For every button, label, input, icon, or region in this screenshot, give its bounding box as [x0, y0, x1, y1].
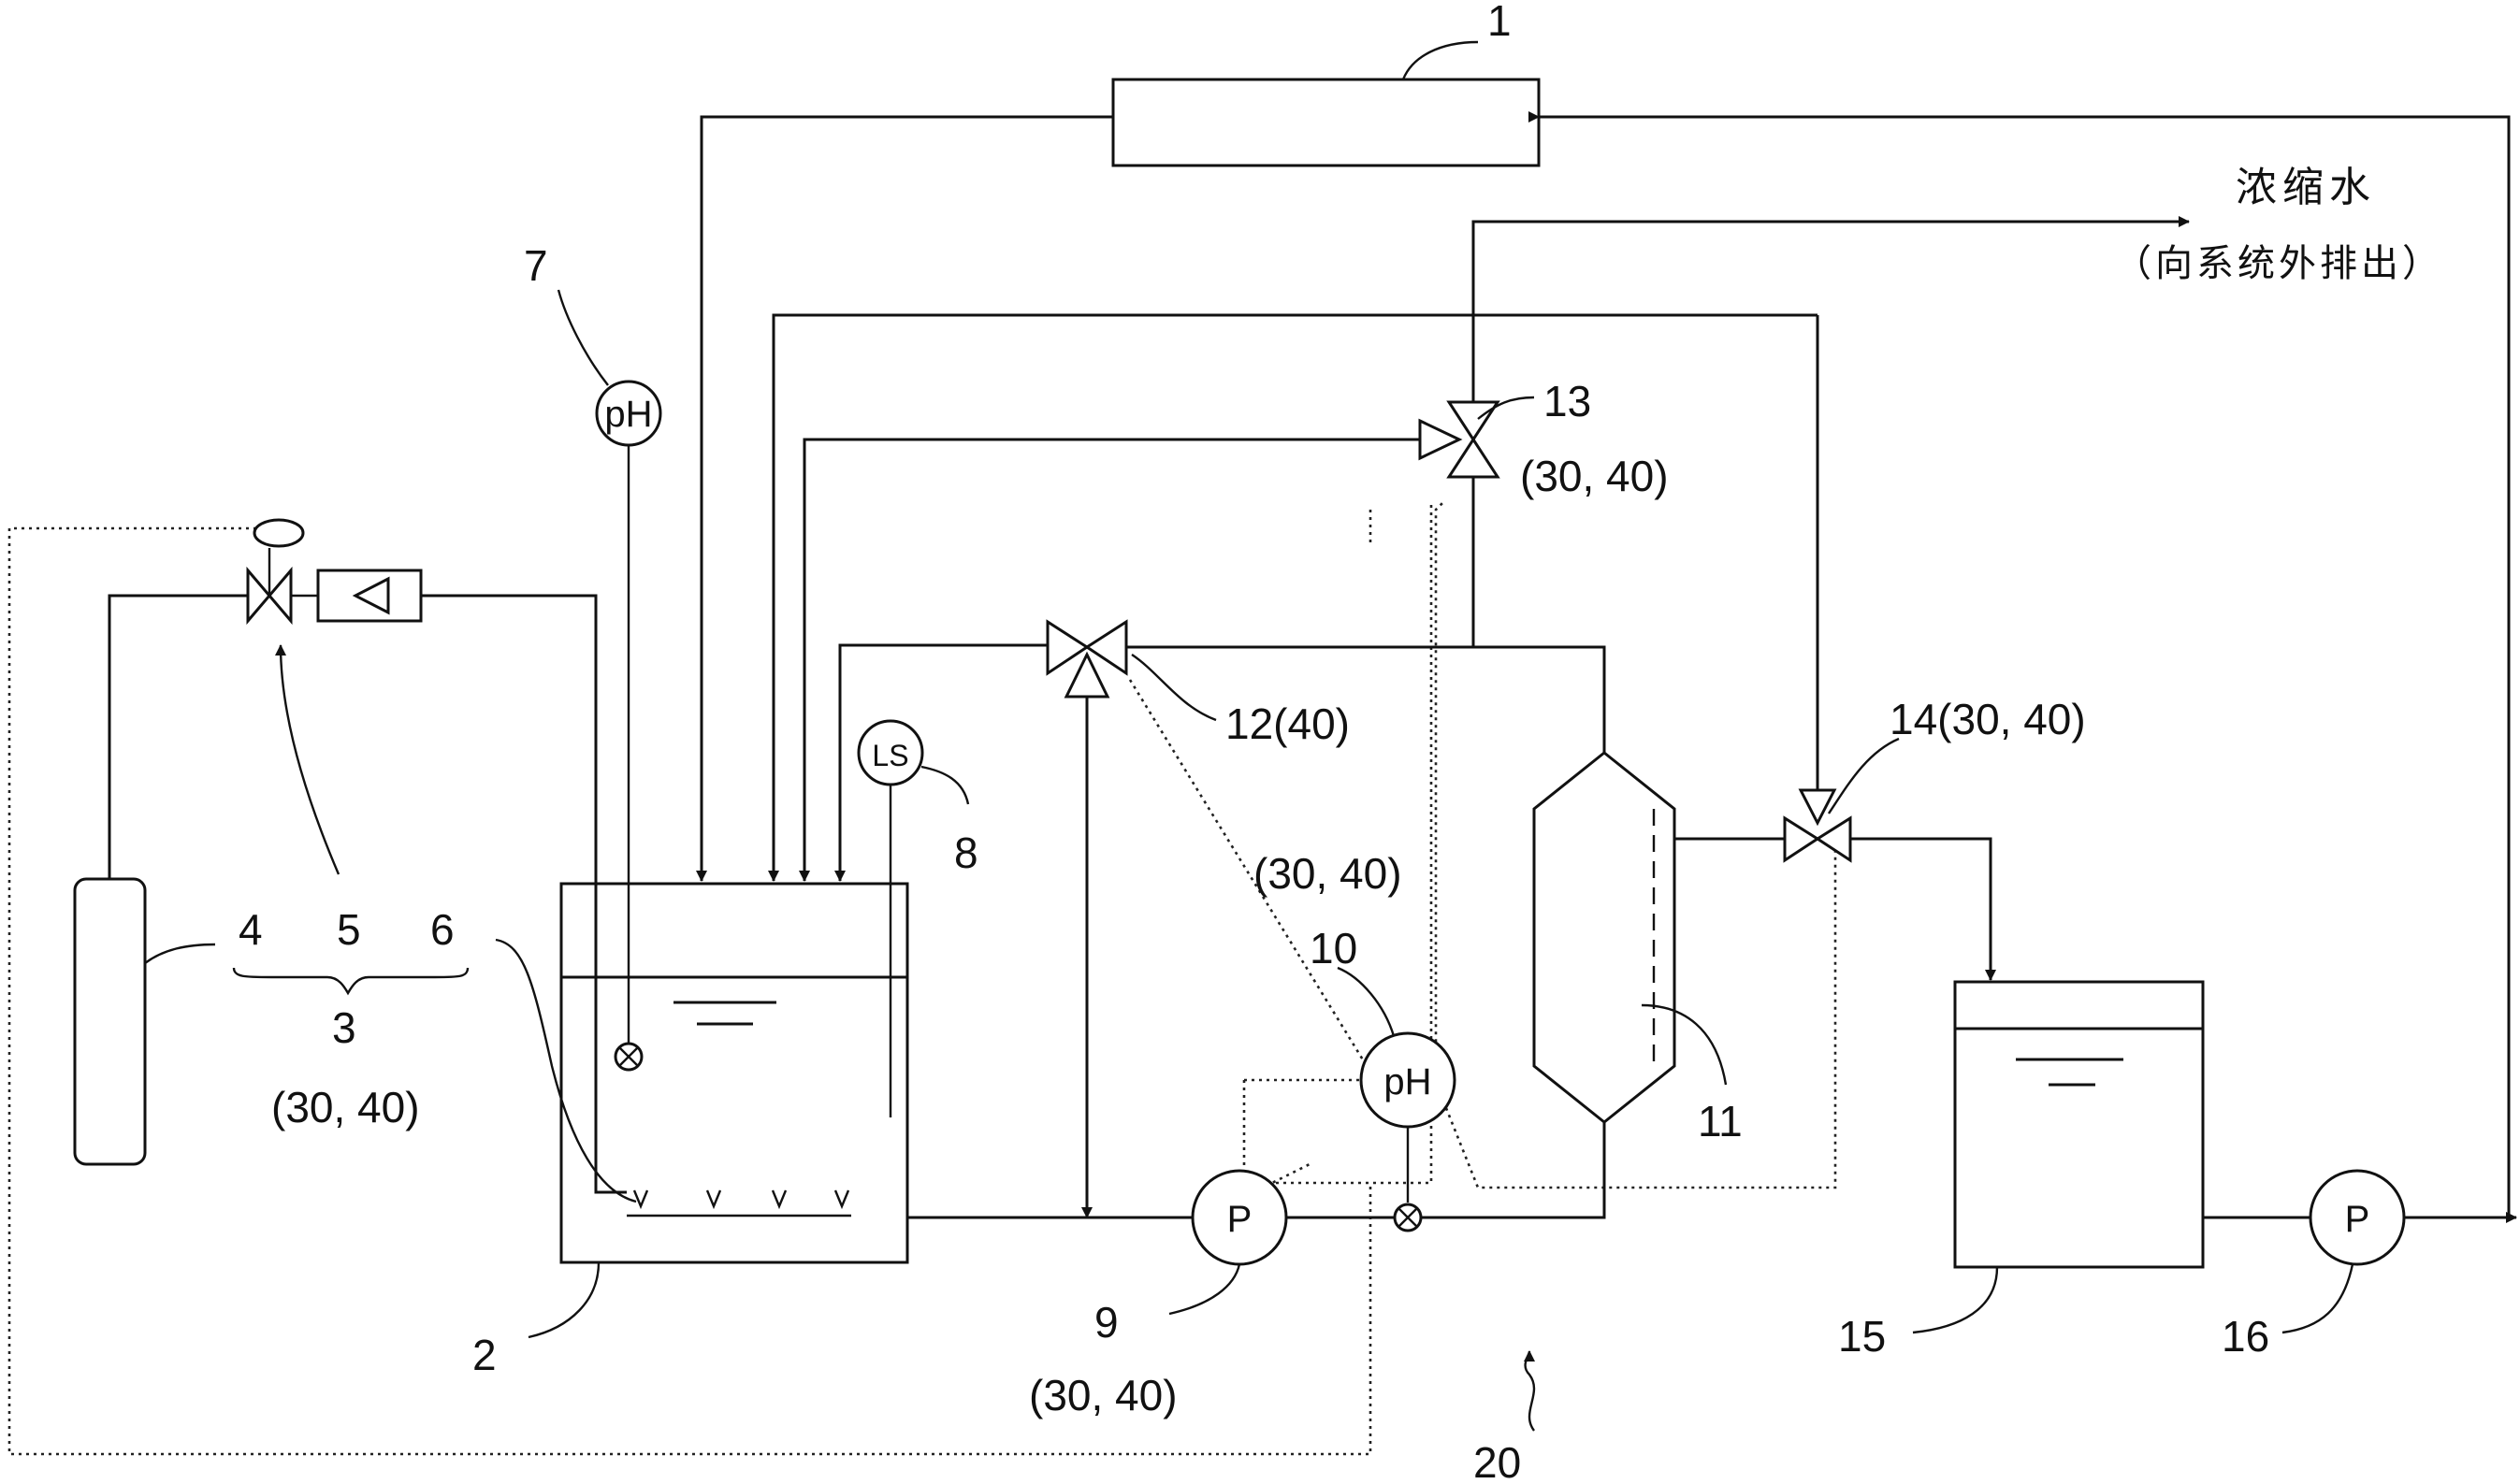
label-16: 16	[2222, 1312, 2269, 1361]
unit-1	[1111, 78, 1541, 167]
concentrate-outlet-line	[1471, 216, 2190, 402]
line-from-valve-13-to-tank	[799, 438, 1420, 882]
label-8: 8	[954, 828, 978, 877]
leader-1	[1401, 40, 1479, 80]
ph-sensor-7-label: pH	[604, 394, 652, 435]
level-switch-8-label: LS	[872, 739, 908, 772]
group-3-brace	[232, 967, 470, 996]
line-from-unit-1-to-tank	[696, 115, 1113, 882]
control-signal-to-pump9	[1242, 1078, 1370, 1167]
leader-5-arrow	[275, 644, 340, 875]
valve-14-top	[1798, 788, 1837, 827]
leader-2	[528, 1261, 601, 1339]
label-15: 15	[1838, 1312, 1886, 1361]
label-13: 13	[1543, 377, 1591, 425]
outlet-title: 浓缩水	[2236, 164, 2376, 211]
pump-9-label: P	[1227, 1199, 1253, 1240]
control-signal-to-valve14	[1439, 842, 1837, 1189]
ph-sensor-10-tip-x	[1398, 1207, 1418, 1228]
control-signal-to-valve13	[1434, 499, 1446, 1095]
leader-12	[1131, 654, 1217, 722]
outlet-subtitle: （向系统外排出）	[2114, 242, 2443, 285]
leader-14	[1828, 737, 1900, 814]
valve-5-right	[268, 566, 293, 626]
valve-13-bottom	[1446, 437, 1500, 479]
leader-16	[2281, 1263, 2354, 1334]
valve-5-actuator-arrow	[352, 576, 390, 615]
control-signal-boundary	[1271, 505, 1433, 1185]
valve-12-left	[1046, 619, 1090, 676]
leader-10	[1337, 966, 1396, 1037]
leader-15	[1912, 1266, 1999, 1334]
tank-2-outline	[559, 882, 909, 1264]
level-switch-8	[857, 719, 924, 786]
label-2: 2	[472, 1331, 497, 1379]
leader-7	[557, 289, 609, 386]
pump-16-label: P	[2345, 1199, 2370, 1240]
label-1: 1	[1487, 0, 1512, 45]
label-6: 6	[430, 905, 455, 954]
leader-4	[144, 943, 216, 964]
valve-14-left	[1783, 815, 1820, 863]
label-14: 14(30, 40)	[1890, 695, 2086, 743]
valve-13-top	[1446, 400, 1500, 442]
line-unit-1-to-pump-16	[1528, 111, 2511, 1217]
line-valve-12-to-column	[1126, 645, 1606, 753]
gas-cylinder	[73, 877, 147, 1166]
line-valve-14-to-tank-15	[1850, 837, 1996, 981]
gas-supply-line	[108, 594, 248, 879]
label-valve-13-params: (30, 40)	[1520, 452, 1669, 500]
label-12: 12(40)	[1225, 699, 1350, 748]
valve-5-handwheel	[253, 518, 305, 548]
label-10: 10	[1310, 924, 1357, 973]
ph-sensor-10-label: pH	[1383, 1061, 1431, 1102]
tank-15-outline	[1953, 980, 2205, 1269]
leader-13	[1477, 396, 1535, 420]
label-3: 3	[332, 1003, 356, 1052]
leader-11	[1641, 1003, 1728, 1086]
leader-8	[920, 765, 970, 805]
pump-discharge-line	[1286, 1122, 1606, 1219]
label-4: 4	[239, 905, 263, 954]
control-signal-outer-loop	[7, 526, 1372, 1456]
diffuser-nozzles	[627, 1189, 851, 1217]
valve-14-right	[1815, 815, 1852, 863]
label-line-10-params: (30, 40)	[1253, 849, 1402, 898]
valve-13-left	[1418, 418, 1463, 461]
line-from-valve-14-to-tank	[768, 313, 1818, 882]
label-11: 11	[1698, 1097, 1743, 1145]
valve-5-left	[246, 566, 271, 626]
leader-20-arrow	[1523, 1350, 1536, 1432]
ph-sensor-7-tip-x	[618, 1046, 639, 1067]
label-7: 7	[524, 241, 548, 290]
label-pump-9-params: (30, 40)	[1029, 1371, 1178, 1419]
label-9: 9	[1094, 1298, 1119, 1347]
valve-12-bottom	[1064, 651, 1110, 699]
leader-6	[495, 938, 637, 1203]
membrane-column-11	[1532, 751, 1676, 1124]
label-20: 20	[1473, 1438, 1521, 1484]
label-5: 5	[337, 905, 361, 954]
line-from-valve-12-to-tank	[834, 643, 1048, 882]
gas-line-to-diffuser	[421, 594, 627, 1194]
label-group-3-params: (30, 40)	[271, 1083, 420, 1131]
leader-9	[1168, 1263, 1241, 1316]
